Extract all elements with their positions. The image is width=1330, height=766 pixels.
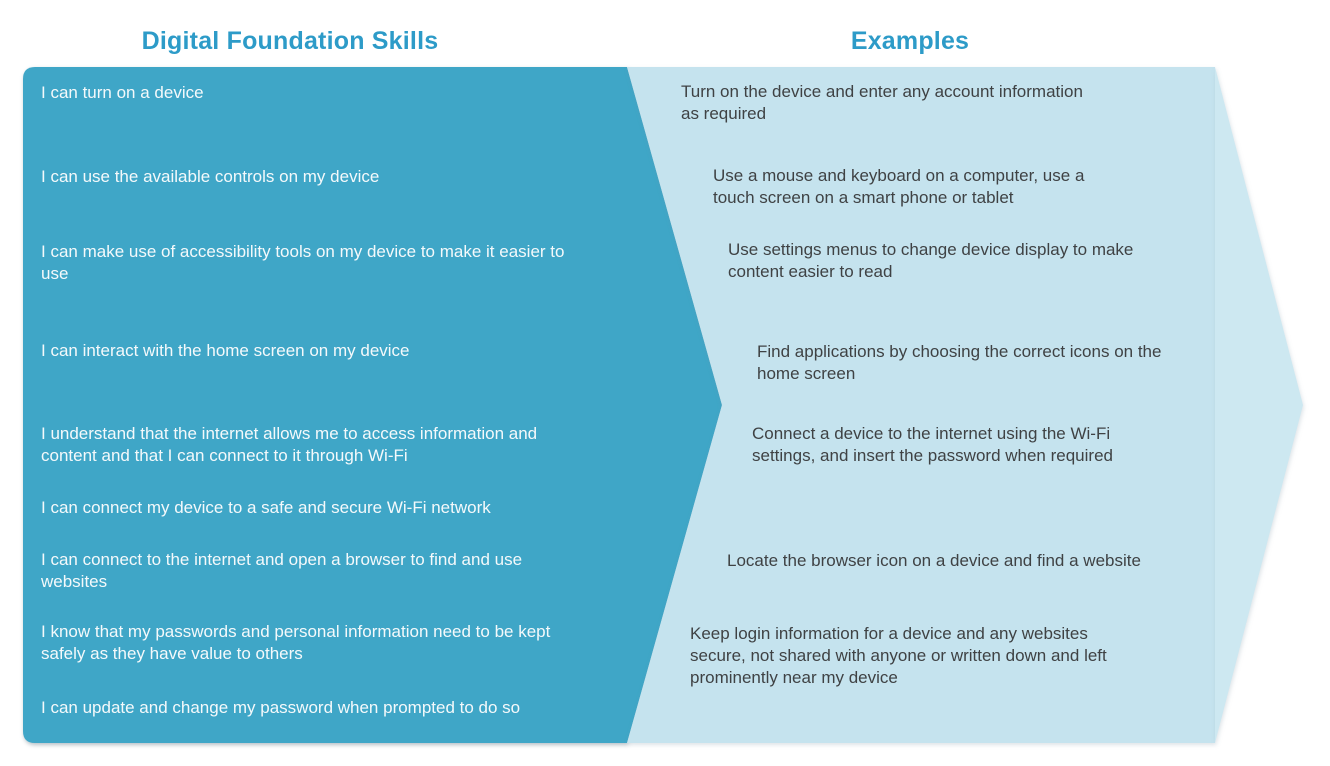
skill-item-open-browser: I can connect to the internet and open a… xyxy=(41,550,523,591)
skill-item-available-controls: I can use the available controls on my d… xyxy=(41,167,380,186)
examples-column-title: Examples xyxy=(850,27,970,55)
skill-item-wifi-network: I can connect my device to a safe and se… xyxy=(41,498,491,517)
example-item-mouse-keyboard: Use a mouse and keyboard on a computer, … xyxy=(713,166,1085,207)
skills-arrow-shape xyxy=(23,67,722,743)
skill-item-home-screen: I can interact with the home screen on m… xyxy=(41,341,410,360)
example-item-keep-login-secure: Keep login information for a device and … xyxy=(690,624,1107,687)
skill-item-internet-access: I understand that the internet allows me… xyxy=(41,424,538,465)
skills-column-title: Digital Foundation Skills xyxy=(141,27,439,55)
examples-arrowhead-shape xyxy=(1215,67,1303,743)
example-item-find-applications: Find applications by choosing the correc… xyxy=(757,342,1162,383)
example-item-settings-menus: Use settings menus to change device disp… xyxy=(728,240,1134,281)
example-item-locate-browser: Locate the browser icon on a device and … xyxy=(727,551,1141,570)
example-item-connect-wifi: Connect a device to the internet using t… xyxy=(752,424,1113,465)
skill-item-turn-on-device: I can turn on a device xyxy=(41,83,204,102)
example-item-turn-on-device: Turn on the device and enter any account… xyxy=(681,82,1083,123)
examples-band-shape xyxy=(627,67,1215,743)
skill-item-accessibility-tools: I can make use of accessibility tools on… xyxy=(41,242,565,283)
skill-item-change-password: I can update and change my password when… xyxy=(41,698,521,717)
skill-item-password-safety: I know that my passwords and personal in… xyxy=(41,622,551,663)
